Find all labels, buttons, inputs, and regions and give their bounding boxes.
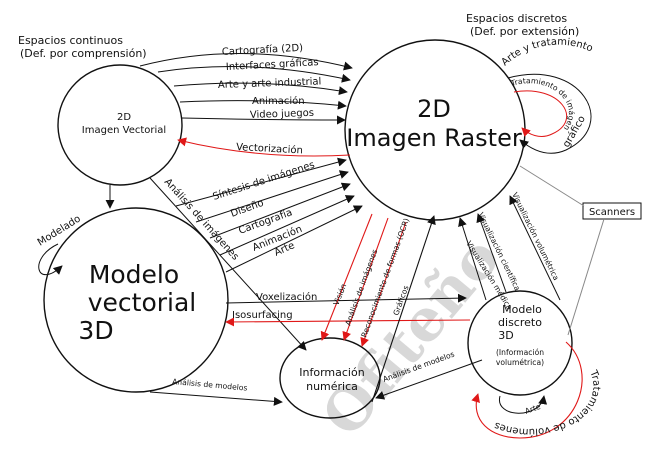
label-vision: Visión (332, 282, 349, 307)
edge-scanners-discrete (567, 218, 605, 336)
node-model3d-label: Modelo vectorial 3D (78, 260, 196, 345)
node-vector2d-label: 2D Imagen Vectorial (82, 112, 166, 136)
edge-analisis-modelos-left (149, 391, 283, 406)
header-discrete-sub: (Def. por extensión) (470, 25, 579, 38)
edge-tratamiento-imagenes-loop (513, 90, 568, 137)
header-discrete-title: Espacios discretos (466, 12, 567, 25)
label-arte-tratamiento: Arte y tratamiento (499, 37, 594, 69)
node-vector2d-circle (57, 64, 183, 186)
node-model3d-circle (43, 207, 229, 393)
svg-text:vectorial: vectorial (88, 288, 197, 317)
svg-text:discreto: discreto (498, 316, 542, 329)
svg-text:Modelo: Modelo (89, 260, 179, 289)
edges-discrete-to-raster (458, 195, 561, 301)
node-raster2d-label: 2D Imagen Raster (346, 95, 522, 152)
edge-isosurfacing (225, 317, 471, 327)
label-analisis-modelos-left: Análisis de modelos (172, 377, 248, 393)
node-numeric-label: Información numérica (299, 366, 364, 393)
edge-arte-tratamiento-loop (507, 73, 592, 154)
svg-text:Información: Información (299, 366, 364, 379)
svg-text:2D: 2D (117, 112, 131, 123)
label-animacion-2d: Animación (252, 95, 305, 107)
edge-tratamiento-volumenes-loop (471, 341, 583, 439)
svg-text:Imagen Vectorial: Imagen Vectorial (82, 125, 166, 136)
node-discrete3d-circle (467, 290, 573, 396)
label-vectorizacion: Vectorización (236, 141, 303, 156)
label-interfaces: Interfaces gráficas (226, 56, 319, 73)
node-scanners: Scanners (582, 202, 642, 220)
label-visualizacion-volumetrica: Visualización volumétrica (510, 191, 561, 282)
label-sintesis: Síntesis de imágenes (211, 159, 316, 203)
svg-text:3D: 3D (498, 329, 513, 342)
edges-vector-to-raster (139, 52, 353, 125)
svg-text:Modelo: Modelo (502, 303, 542, 316)
edge-modelado-loop (38, 243, 63, 276)
svg-text:Scanners: Scanners (589, 207, 635, 218)
header-discrete: Espacios discretos (Def. por extensión) (466, 12, 579, 38)
node-discrete3d-label: Modelo discreto 3D (Información volumétr… (496, 303, 544, 367)
svg-text:numérica: numérica (306, 380, 358, 393)
svg-text:volumétrica): volumétrica) (496, 358, 544, 367)
label-arte-industrial: Arte y arte industrial (218, 76, 322, 91)
label-cartografia-2d: Cartografía (2D) (222, 42, 304, 58)
label-video-juegos: Video juegos (250, 108, 314, 121)
edge-scanners-raster (519, 165, 585, 207)
header-continuous-title: Espacios continuos (18, 34, 123, 47)
svg-text:2D: 2D (417, 95, 451, 123)
svg-text:3D: 3D (78, 316, 113, 345)
svg-text:Imagen Raster: Imagen Raster (346, 124, 522, 152)
header-continuous-sub: (Def. por comprensión) (20, 47, 147, 60)
header-continuous: Espacios continuos (Def. por comprensión… (18, 34, 147, 60)
edge-vectorizacion (177, 137, 351, 157)
edge-analisis-modelos-right (375, 359, 483, 400)
edge-voxelizacion (225, 293, 467, 304)
svg-text:(Información: (Información (496, 348, 544, 357)
edges-model-to-raster (175, 157, 363, 273)
edges-raster-to-numeric (320, 213, 436, 403)
edge-arte-vol-loop (499, 395, 548, 414)
label-isosurfacing: Isosurfacing (232, 310, 293, 321)
label-arte-vol: Arte (524, 402, 542, 416)
label-tratamiento-volumenes: Tratamiento de volúmenes (493, 368, 602, 438)
label-diseno: Diseño (229, 198, 265, 220)
label-voxelizacion: Voxelización (256, 291, 317, 303)
